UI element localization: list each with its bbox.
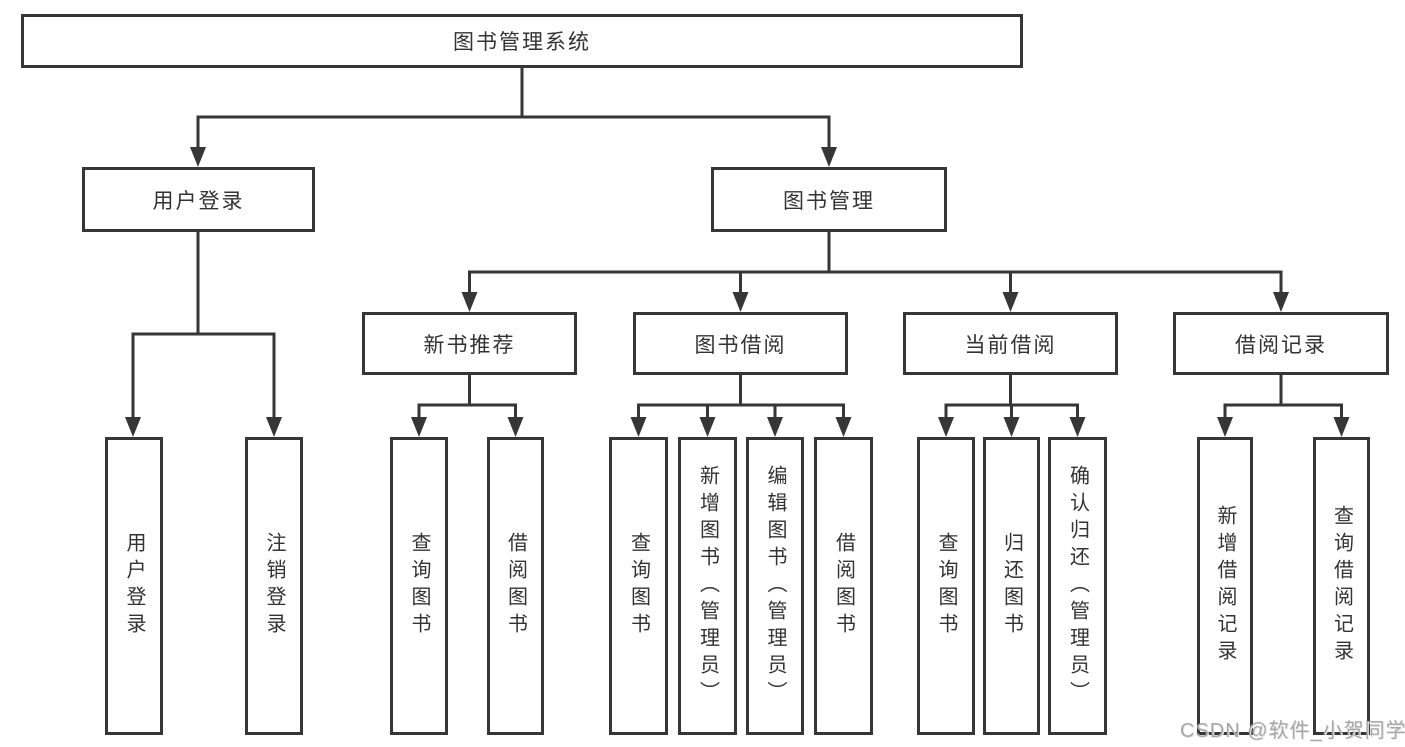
leaf-query-books-recommend-label: 查询图书 [408, 532, 430, 640]
node-book-management: 图书管理 [711, 167, 947, 232]
node-user-login: 用户登录 [82, 167, 315, 232]
leaf-edit-book-admin: 编辑图书（管理员） [746, 437, 804, 735]
node-root: 图书管理系统 [21, 14, 1023, 68]
leaf-query-books-borrow-label: 查询图书 [627, 532, 650, 640]
node-user-login-label: 用户登录 [152, 189, 245, 213]
leaf-query-books-current: 查询图书 [917, 437, 975, 735]
leaf-return-book: 归还图书 [983, 437, 1040, 735]
node-book-borrow: 图书借阅 [633, 312, 848, 375]
node-new-book-recommend: 新书推荐 [362, 312, 577, 375]
leaf-confirm-return-admin-label: 确认归还（管理员） [1066, 464, 1089, 708]
node-new-book-recommend-label: 新书推荐 [423, 333, 516, 357]
node-book-borrow-label: 图书借阅 [694, 333, 787, 357]
leaf-query-books-recommend: 查询图书 [390, 437, 448, 735]
leaf-user-login-label: 用户登录 [123, 532, 145, 640]
leaf-borrow-books-recommend-label: 借阅图书 [504, 532, 527, 640]
node-root-label: 图书管理系统 [453, 31, 591, 54]
leaf-return-book-label: 归还图书 [1000, 532, 1023, 640]
leaf-query-borrow-record-label: 查询借阅记录 [1330, 505, 1353, 667]
node-current-borrow-label: 当前借阅 [964, 333, 1057, 357]
leaf-add-borrow-record: 新增借阅记录 [1197, 437, 1253, 735]
leaf-add-borrow-record-label: 新增借阅记录 [1214, 505, 1236, 667]
leaf-logout-label: 注销登录 [263, 532, 285, 640]
leaf-add-book-admin: 新增图书（管理员） [678, 437, 737, 735]
leaf-query-books-current-label: 查询图书 [935, 532, 957, 640]
leaf-borrow-books-recommend: 借阅图书 [487, 437, 544, 735]
leaf-add-book-admin-label: 新增图书（管理员） [696, 464, 719, 708]
leaf-borrow-books-label: 借阅图书 [832, 532, 855, 640]
node-book-management-label: 图书管理 [783, 189, 875, 213]
leaf-query-borrow-record: 查询借阅记录 [1313, 437, 1370, 735]
node-current-borrow: 当前借阅 [903, 312, 1118, 375]
node-borrow-record-label: 借阅记录 [1235, 333, 1327, 357]
csdn-watermark: CSDN @软件_小贺同学 [1180, 720, 1405, 742]
leaf-edit-book-admin-label: 编辑图书（管理员） [764, 464, 786, 708]
leaf-query-books-borrow: 查询图书 [609, 437, 668, 735]
leaf-borrow-books: 借阅图书 [814, 437, 873, 735]
leaf-logout: 注销登录 [245, 437, 303, 735]
node-borrow-record: 借阅记录 [1173, 312, 1389, 375]
leaf-confirm-return-admin: 确认归还（管理员） [1048, 437, 1107, 735]
leaf-user-login: 用户登录 [105, 437, 163, 735]
